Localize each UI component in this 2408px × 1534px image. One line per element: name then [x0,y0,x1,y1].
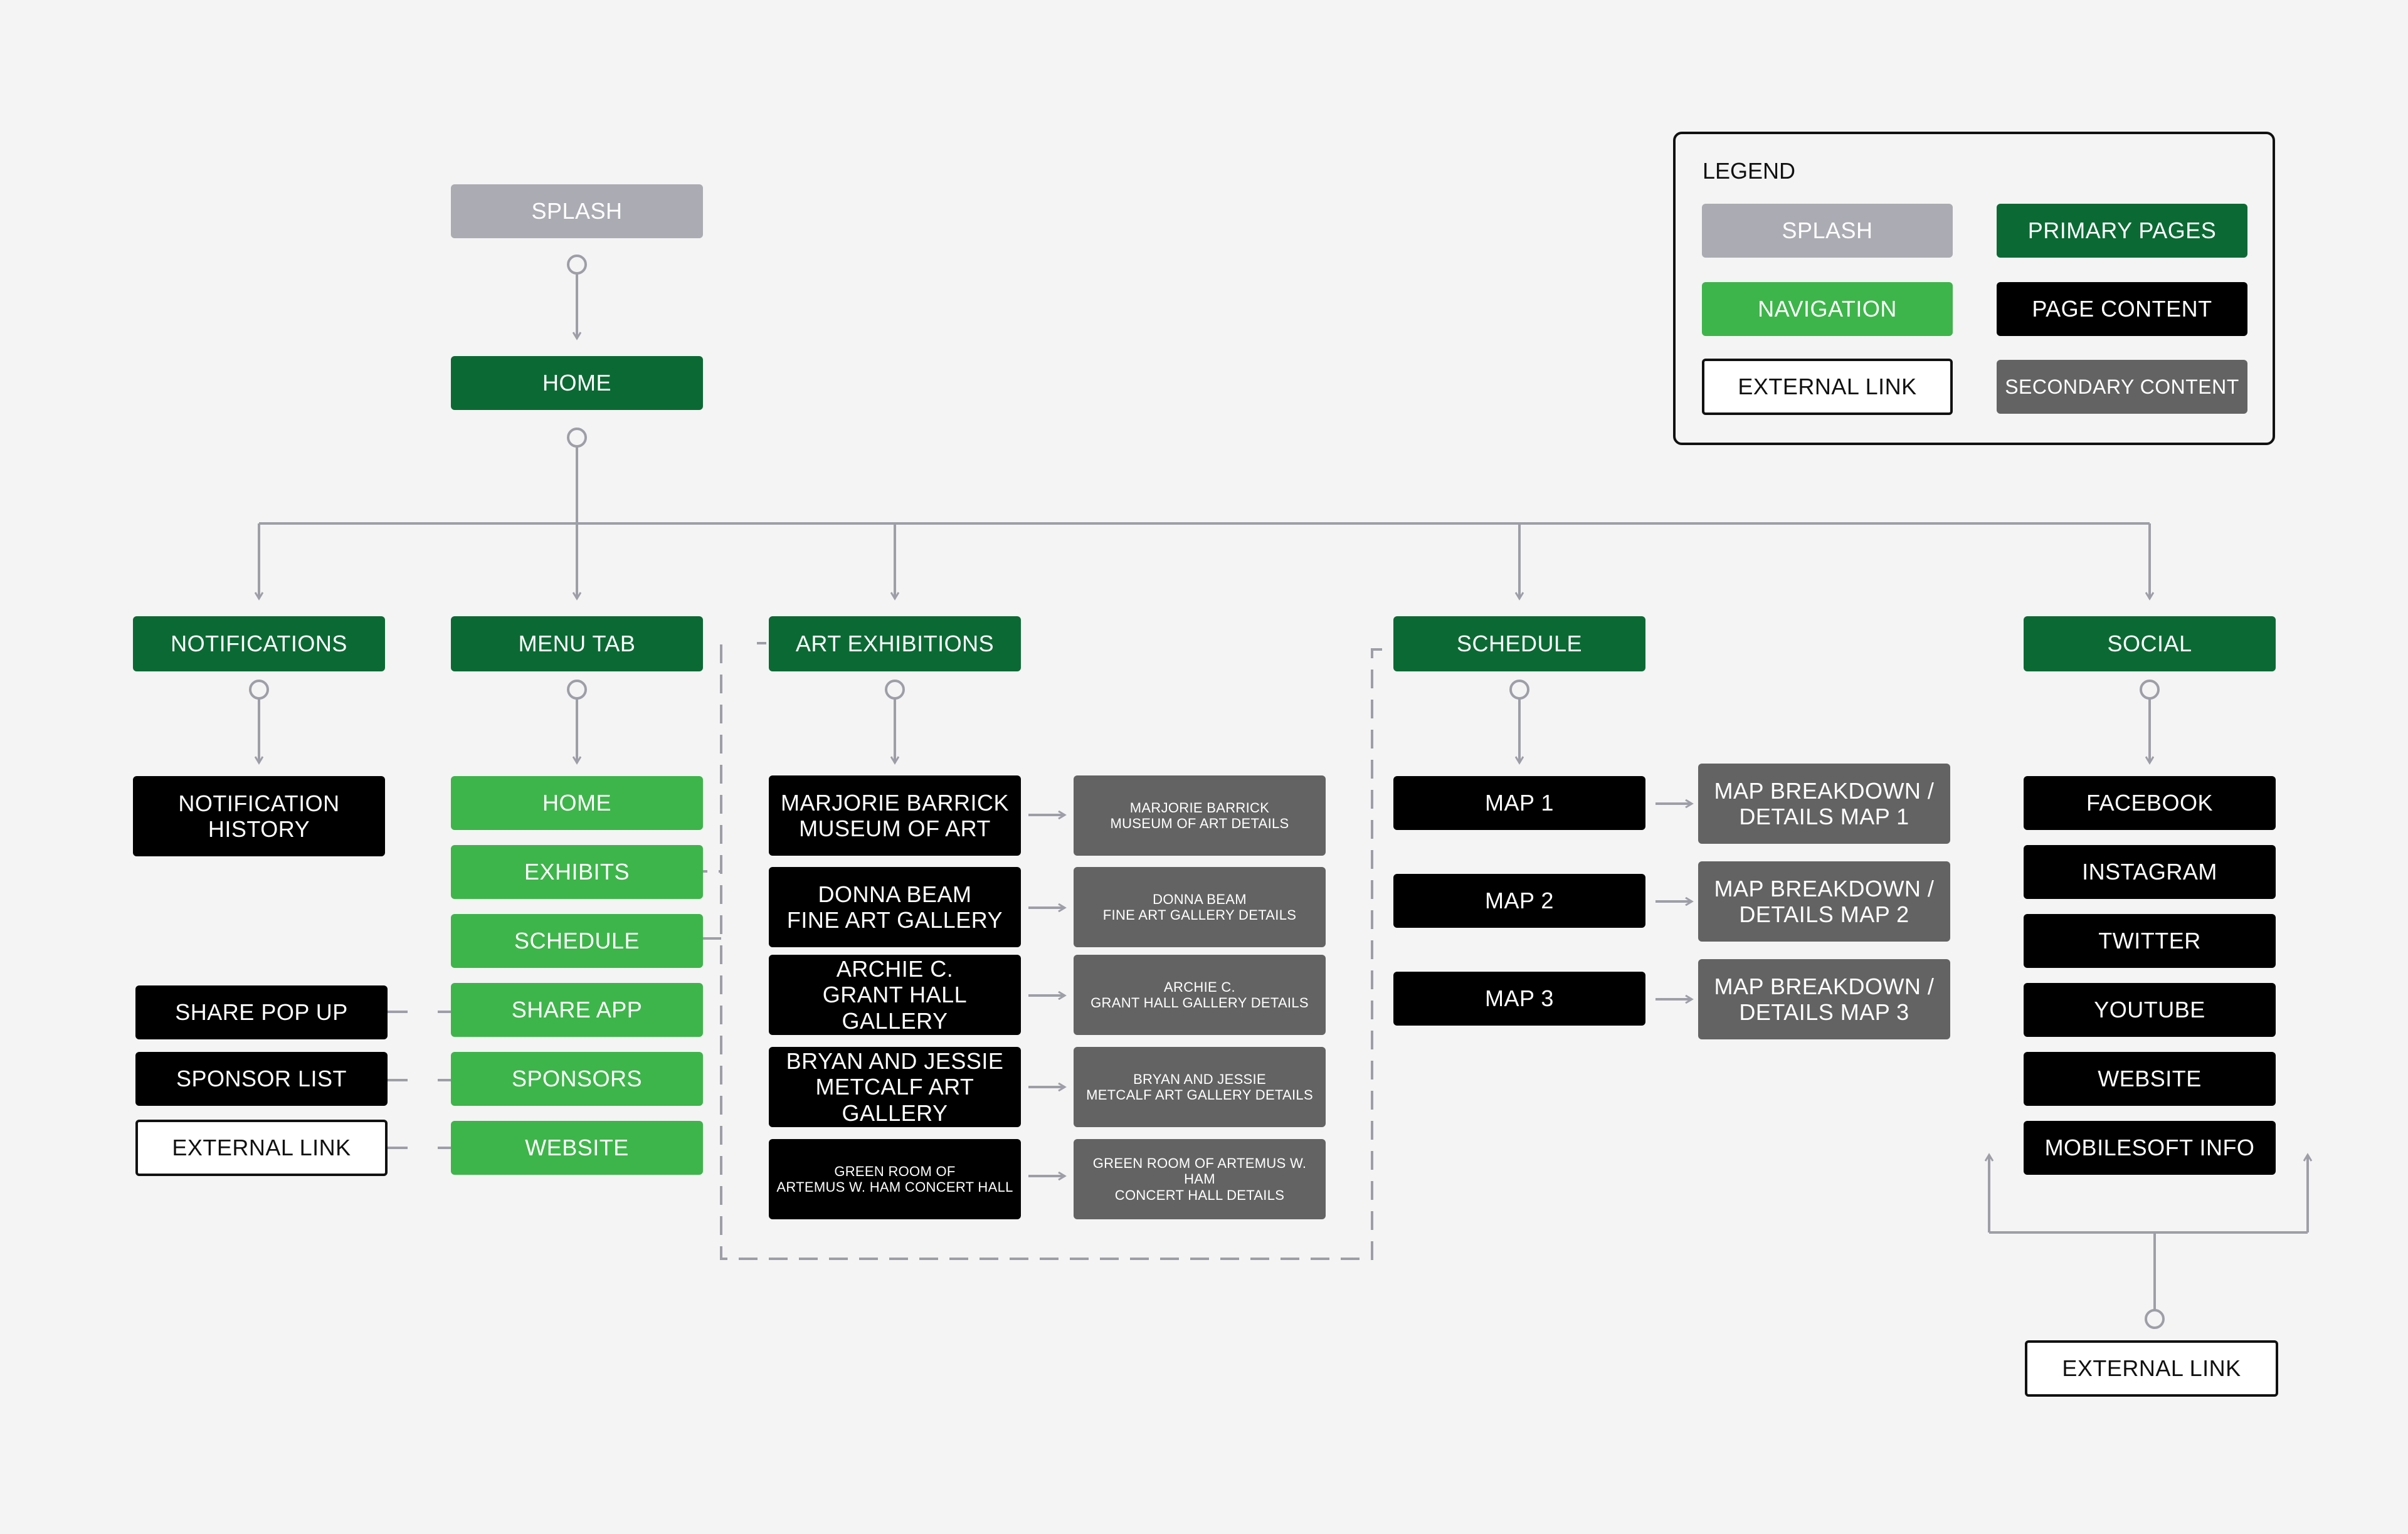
legend-splash: SPLASH [1702,204,1953,258]
legend-page-content: PAGE CONTENT [1997,282,2247,336]
notifications-node: NOTIFICATIONS [133,616,385,671]
social-website-node: WEBSITE [2024,1052,2276,1106]
splash-node: SPLASH [451,184,703,238]
menu-exhibits-node: EXHIBITS [451,845,703,899]
exhibition-donna-details-node: DONNA BEAM FINE ART GALLERY DETAILS [1074,867,1326,947]
exhibition-marjorie-details-node: MARJORIE BARRICK MUSEUM OF ART DETAILS [1074,775,1326,856]
map-2-details-node: MAP BREAKDOWN / DETAILS MAP 2 [1698,861,1950,942]
map-3-node: MAP 3 [1393,972,1645,1026]
menu-sponsors-node: SPONSORS [451,1052,703,1106]
social-node: SOCIAL [2024,616,2276,671]
exhibition-donna-node: DONNA BEAM FINE ART GALLERY [769,867,1021,947]
map-1-details-node: MAP BREAKDOWN / DETAILS MAP 1 [1698,764,1950,844]
legend-navigation: NAVIGATION [1702,282,1953,336]
sponsor-list-node: SPONSOR LIST [135,1052,388,1106]
legend-panel [1673,132,2275,445]
map-3-details-node: MAP BREAKDOWN / DETAILS MAP 3 [1698,959,1950,1039]
legend-secondary-content: SECONDARY CONTENT [1997,360,2247,414]
map-2-node: MAP 2 [1393,874,1645,928]
exhibition-marjorie-node: MARJORIE BARRICK MUSEUM OF ART [769,775,1021,856]
exhibition-green-room-details-node: GREEN ROOM OF ARTEMUS W. HAM CONCERT HAL… [1074,1139,1326,1219]
exhibition-bryan-node: BRYAN AND JESSIE METCALF ART GALLERY [769,1047,1021,1127]
social-facebook-node: FACEBOOK [2024,776,2276,830]
menu-tab-node: MENU TAB [451,616,703,671]
social-youtube-node: YOUTUBE [2024,983,2276,1037]
menu-home-node: HOME [451,776,703,830]
social-external-link-node: EXTERNAL LINK [2025,1340,2278,1397]
schedule-node: SCHEDULE [1393,616,1645,671]
exhibition-archie-details-node: ARCHIE C. GRANT HALL GALLERY DETAILS [1074,955,1326,1035]
menu-external-link-node: EXTERNAL LINK [135,1120,388,1176]
share-popup-node: SHARE POP UP [135,985,388,1039]
social-twitter-node: TWITTER [2024,914,2276,968]
menu-website-node: WEBSITE [451,1121,703,1175]
legend-external-link: EXTERNAL LINK [1702,359,1953,415]
exhibition-bryan-details-node: BRYAN AND JESSIE METCALF ART GALLERY DET… [1074,1047,1326,1127]
social-mobilesoft-info-node: MOBILESOFT INFO [2024,1121,2276,1175]
social-instagram-node: INSTAGRAM [2024,845,2276,899]
exhibition-green-room-node: GREEN ROOM OF ARTEMUS W. HAM CONCERT HAL… [769,1139,1021,1219]
home-node: HOME [451,356,703,410]
menu-schedule-node: SCHEDULE [451,914,703,968]
notification-history-node: NOTIFICATION HISTORY [133,776,385,856]
menu-share-app-node: SHARE APP [451,983,703,1037]
exhibition-archie-node: ARCHIE C. GRANT HALL GALLERY [769,955,1021,1035]
legend-title: LEGEND [1703,158,1796,184]
legend-primary-pages: PRIMARY PAGES [1997,204,2247,258]
map-1-node: MAP 1 [1393,776,1645,830]
art-exhibitions-node: ART EXHIBITIONS [769,616,1021,671]
